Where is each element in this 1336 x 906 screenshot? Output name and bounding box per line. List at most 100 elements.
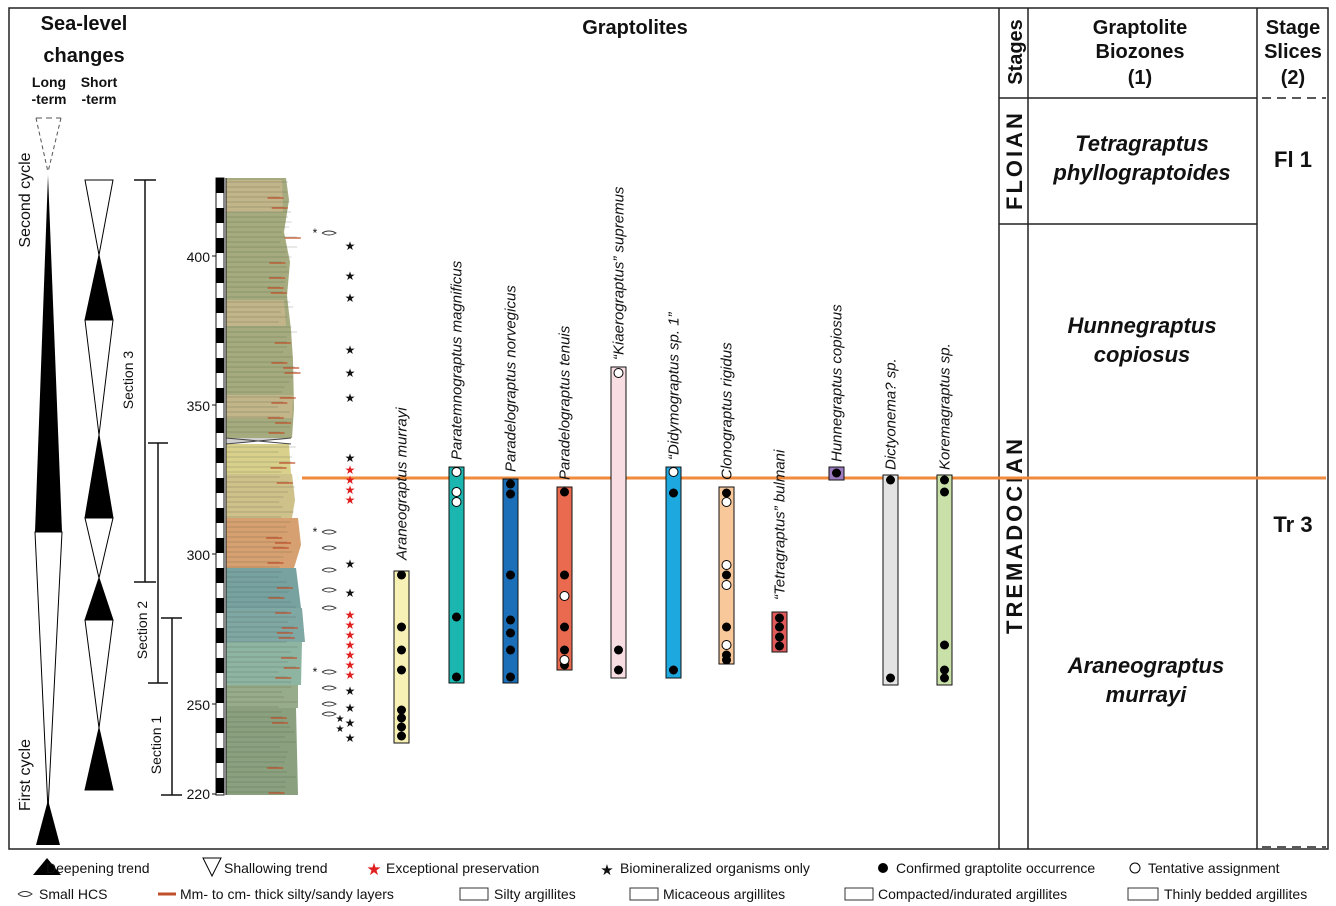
svg-text:★: ★ (345, 648, 356, 662)
svg-text:★: ★ (345, 731, 356, 745)
legend-deepening: Deepening trend (46, 860, 150, 876)
taxon-label-8: Hunnegraptus copiosus (829, 304, 846, 462)
long-term-label: Long (32, 74, 66, 90)
range-bar-5 (665, 466, 682, 679)
biozones-header-3: (1) (1128, 67, 1152, 89)
svg-text:★: ★ (345, 291, 356, 305)
legend-shallowing: Shallowing trend (224, 860, 328, 876)
range-bar-7 (771, 611, 788, 653)
svg-text:★: ★ (345, 701, 356, 715)
svg-text:★: ★ (345, 473, 356, 487)
range-bar-9 (882, 474, 899, 686)
biozone-araneograptus-2: murrayi (1106, 682, 1188, 707)
shallowing-icon (202, 857, 222, 878)
legend: Deepening trend Shallowing trend ★ Excep… (17, 857, 1307, 902)
svg-text:★: ★ (345, 483, 356, 497)
taxon-label-9: Dictyonema? sp. (883, 358, 900, 470)
sections-brackets (134, 179, 182, 796)
short-term-label: Short (81, 74, 118, 90)
depth-tick-220: 220 (187, 786, 211, 802)
svg-text:★: ★ (345, 451, 356, 465)
biozones-header-2: Biozones (1096, 41, 1185, 63)
taxon-label-6: Clonograptus rigidus (719, 342, 736, 480)
hcs-icon (17, 891, 33, 897)
svg-text:*: * (313, 525, 318, 539)
svg-text:★: ★ (345, 493, 356, 507)
section-3-label: Section 3 (120, 351, 136, 410)
biozone-araneograptus-1: Araneograptus (1067, 653, 1224, 678)
svg-text:★: ★ (345, 638, 356, 652)
svg-text:★: ★ (345, 586, 356, 600)
biozone-hunnegraptus-1: Hunnegraptus (1067, 313, 1216, 338)
svg-text:★: ★ (345, 628, 356, 642)
svg-text:★: ★ (345, 269, 356, 283)
depth-tick-400: 400 (187, 249, 211, 265)
stages-header: Stages (1005, 19, 1027, 85)
legend-silty-argillites: Silty argillites (494, 886, 576, 902)
legend-confirmed: Confirmed graptolite occurrence (896, 860, 1095, 876)
long-term-curve (34, 117, 63, 845)
slices-header: Stage (1266, 17, 1320, 39)
svg-text:★: ★ (345, 557, 356, 571)
svg-text:*: * (313, 665, 318, 679)
slice-tr3: Tr 3 (1273, 512, 1312, 537)
confirmed-dot-icon (878, 863, 888, 873)
depth-tick-300: 300 (187, 547, 211, 563)
legend-thinly: Thinly bedded argillites (1164, 886, 1307, 902)
legend-tentative: Tentative assignment (1148, 860, 1280, 876)
short-term-curve (84, 179, 114, 791)
second-cycle-label: Second cycle (17, 152, 34, 247)
sea-level-header: Sea-level (41, 13, 128, 35)
svg-text:★: ★ (345, 608, 356, 622)
slice-fl1: Fl 1 (1274, 147, 1312, 172)
svg-text:*: * (313, 226, 318, 240)
legend-compacted: Compacted/indurated argillites (878, 886, 1067, 902)
depth-tick-250: 250 (187, 697, 211, 713)
legend-micaceous: Micaceous argillites (663, 886, 785, 902)
red-star-icon: ★ (366, 860, 381, 879)
range-bar-10 (936, 474, 953, 686)
section-2-label: Section 2 (134, 601, 150, 660)
svg-text:★: ★ (345, 366, 356, 380)
taxon-label-0: Araneograptus murrayi (394, 407, 411, 561)
biozones-header: Graptolite (1093, 17, 1187, 39)
taxon-label-1: Paratemnograptus magnificus (449, 260, 466, 460)
thinly-bedded-icon (1127, 887, 1159, 901)
range-bar-4 (610, 366, 627, 679)
svg-text:★: ★ (345, 716, 356, 730)
deepening-icon (33, 858, 61, 875)
depth-scale-bar (215, 177, 225, 796)
black-star-icon: ★ (600, 862, 613, 879)
taxon-label-5: “Didymograptus sp. 1” (666, 311, 683, 460)
svg-text:★: ★ (345, 668, 356, 682)
svg-text:★: ★ (336, 714, 345, 725)
figure-frame (8, 7, 1329, 850)
first-cycle-label: First cycle (17, 739, 34, 811)
stage-floian: FLOIAN (1002, 110, 1027, 210)
silty-argillites-icon (459, 887, 489, 901)
graptolites-header: Graptolites (582, 17, 688, 39)
fossil-markers: ★★★★★★★★★★★★★★★★★★★★★★★★★★*** (313, 226, 356, 745)
stage-tremadocian: TREMADOCIAN (1002, 436, 1027, 634)
svg-text:★: ★ (336, 724, 345, 735)
biozone-tetragraptus-1: Tetragraptus (1075, 131, 1209, 156)
svg-text:★: ★ (345, 343, 356, 357)
legend-exceptional: Exceptional preservation (386, 860, 539, 876)
section-1-label: Section 1 (148, 716, 164, 775)
biozone-tetragraptus-2: phyllograptoides (1052, 160, 1230, 185)
svg-text:★: ★ (345, 391, 356, 405)
legend-biomineralized: Biomineralized organisms only (620, 860, 810, 876)
svg-text:★: ★ (345, 618, 356, 632)
long-term-label-2: -term (31, 91, 66, 107)
taxon-label-2: Paradelograptus norvegicus (503, 285, 520, 472)
short-term-label-2: -term (81, 91, 116, 107)
slices-header-3: (2) (1281, 67, 1305, 89)
svg-text:★: ★ (345, 463, 356, 477)
biozone-hunnegraptus-2: copiosus (1094, 342, 1191, 367)
taxon-label-10: Koremagraptus sp. (937, 343, 954, 470)
depth-axis: 400 350 300 250 220 (187, 249, 218, 802)
tentative-circle-icon (1129, 862, 1141, 874)
svg-text:★: ★ (345, 658, 356, 672)
svg-text:★: ★ (345, 684, 356, 698)
legend-hcs: Small HCS (39, 886, 107, 902)
